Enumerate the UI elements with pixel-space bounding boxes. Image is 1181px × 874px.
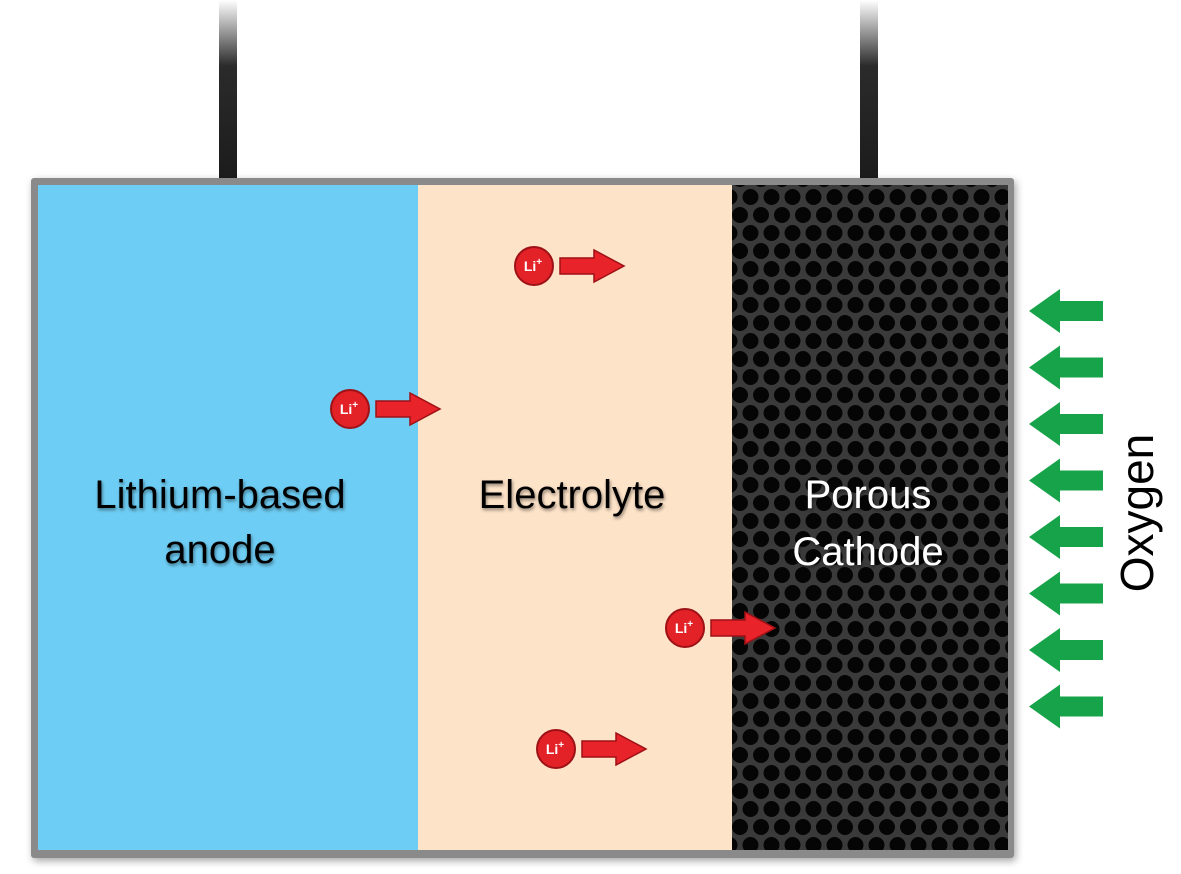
ion-arrow [581,731,648,767]
oxygen-arrow [1029,345,1103,390]
anode-terminal [219,0,237,188]
ion-circle [665,608,705,648]
cathode-terminal [860,0,878,188]
ion-circle [514,246,554,286]
electrolyte-region [418,185,732,850]
anode-label-line2: anode [164,528,275,572]
oxygen-arrow [1029,571,1103,616]
anode-region [38,185,418,850]
cathode-label-line2: Cathode [792,530,943,574]
lithium-ion: Li+ [330,389,442,429]
lithium-ion: Li+ [665,608,777,648]
oxygen-arrow [1029,684,1103,729]
oxygen-arrows [1029,289,1103,729]
cathode-region [732,185,1008,850]
oxygen-arrow [1029,515,1103,559]
lithium-ion: Li+ [536,729,648,769]
ion-circle [330,389,370,429]
electrolyte-label: Electrolyte [479,473,666,517]
ion-arrow [710,610,777,646]
anode-label-line1: Lithium-based [94,473,345,517]
lithium-ion: Li+ [514,246,626,286]
ion-arrow [375,391,442,427]
oxygen-arrow [1029,289,1103,333]
oxygen-arrow [1029,628,1103,672]
oxygen-label: Oxygen [1111,434,1163,593]
lithium-ions: Li+ Li+ Li+ Li+ [330,246,777,769]
cathode-label-line1: Porous [805,473,932,517]
ion-arrow [559,248,626,284]
ion-circle [536,729,576,769]
oxygen-arrow [1029,402,1103,446]
oxygen-arrow [1029,458,1103,503]
